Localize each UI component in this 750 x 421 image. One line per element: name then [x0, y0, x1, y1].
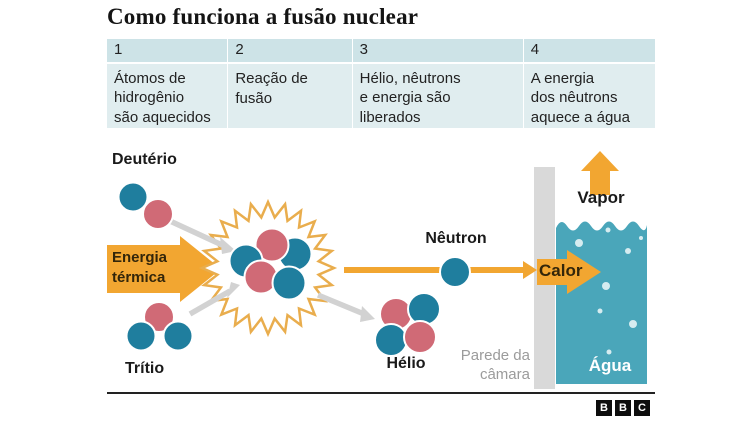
- bbc-logo: B B C: [596, 400, 650, 416]
- water-label: Água: [588, 356, 632, 375]
- page-title: Como funciona a fusão nuclear: [107, 4, 419, 29]
- step-description: Hélio, nêutrons e energia são liberados: [352, 63, 523, 128]
- heat-label: Calor: [539, 261, 583, 280]
- bbc-logo-letter: B: [596, 400, 612, 416]
- deuterium-molecule: [117, 181, 174, 230]
- tritium-molecule: [125, 301, 194, 352]
- step-column-3: 3 Hélio, nêutrons e energia são liberado…: [351, 39, 523, 128]
- thermal-energy-label: Energia térmica: [112, 249, 168, 287]
- step-number: 2: [228, 39, 352, 64]
- step-column-2: 2 Reação de fusão: [227, 39, 352, 128]
- bubbles: [575, 227, 643, 355]
- step-number: 4: [523, 39, 656, 64]
- heat-arrow-icon: [537, 250, 601, 294]
- step-number: 3: [352, 39, 523, 64]
- step-column-4: 4 A energia dos nêutrons aquece a água: [522, 39, 656, 128]
- neutron-label: Nêutron: [425, 230, 487, 247]
- steps-table: 1 Átomos de hidrogênio são aquecidos 2 R…: [107, 39, 656, 128]
- step-description: Reação de fusão: [228, 64, 352, 128]
- thermal-energy-arrow-icon: [107, 236, 221, 302]
- step-number: 1: [107, 39, 228, 64]
- deuterium-label: Deutério: [112, 151, 177, 168]
- process-arrows: [168, 218, 375, 322]
- step-description: A energia dos nêutrons aquece a água: [523, 63, 656, 128]
- neutron-particle: [439, 256, 471, 288]
- tritium-label: Trítio: [125, 360, 165, 377]
- step-description: Átomos de hidrogênio são aquecidos: [107, 63, 228, 128]
- vapor-arrow-icon: [581, 151, 619, 195]
- chamber-wall-label: Parede da câmara: [460, 347, 530, 383]
- bbc-logo-letter: B: [615, 400, 631, 416]
- helium-label: Hélio: [386, 355, 426, 372]
- neutron-arrow-icon: [344, 261, 537, 279]
- footer-divider: [107, 392, 655, 394]
- vapor-label: Vapor: [577, 188, 625, 207]
- helium-molecule: [374, 292, 441, 357]
- bbc-logo-letter: C: [634, 400, 650, 416]
- fusion-nucleus-cluster: [228, 227, 313, 301]
- step-column-1: 1 Átomos de hidrogênio são aquecidos: [107, 39, 228, 128]
